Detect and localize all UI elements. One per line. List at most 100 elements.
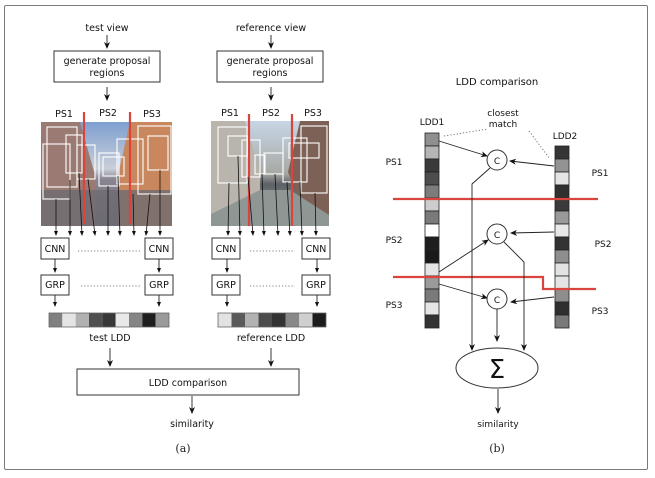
arrow: [261, 173, 266, 236]
ldd-cell: [424, 145, 440, 160]
proposal-label-line1: generate proposal: [227, 56, 314, 67]
ldd-cell: [554, 145, 570, 160]
ps1-label: PS1: [55, 109, 73, 120]
reference-ldd-label: reference LDD: [237, 333, 305, 344]
ps3-left-label: PS3: [386, 301, 403, 311]
ldd-cell: [424, 132, 440, 147]
arrow: [117, 175, 122, 236]
ldd-cell: [49, 313, 63, 327]
test-view-label: test view: [85, 23, 128, 34]
ldd-cell: [129, 313, 143, 327]
ldd-cell: [424, 262, 440, 277]
ldd-cell: [424, 171, 440, 186]
grp-box: [211, 274, 241, 296]
proposal-label-line1: generate proposal: [64, 56, 151, 67]
region-arrows-reference: [226, 155, 318, 236]
reference-ldd-vector: [217, 312, 327, 328]
test-ldd-label: test LDD: [89, 333, 130, 344]
test-view-image: [41, 122, 172, 226]
arrow: [299, 181, 304, 236]
cnn-label: CNN: [45, 244, 66, 255]
ldd-cell: [554, 249, 570, 264]
ps3-label: PS3: [143, 109, 161, 120]
compare-node-label: C: [494, 231, 500, 241]
ldd-cell: [424, 184, 440, 199]
region-arrows-test: [54, 170, 162, 236]
cnn-label: CNN: [149, 244, 170, 255]
arrow: [438, 140, 488, 158]
arrow: [503, 241, 527, 351]
partition-line: [393, 275, 596, 291]
ldd-comparison-box: [76, 368, 300, 396]
arrow: [226, 182, 231, 236]
ldd-cell: [218, 313, 232, 327]
grp-label: GRP: [216, 280, 236, 291]
ldd-cell: [424, 249, 440, 264]
arrow: [286, 181, 292, 236]
sum-symbol: Σ: [489, 355, 505, 385]
similarity-label: similarity: [170, 419, 214, 430]
ldd-cell: [89, 313, 103, 327]
ldd-cell: [554, 288, 570, 303]
annotation-leader: [528, 130, 551, 160]
cnn-box: [211, 237, 241, 260]
ldd-cell: [424, 314, 440, 329]
arrow: [313, 192, 318, 236]
similarity-label: similarity: [477, 420, 519, 430]
figure-frame: [4, 5, 648, 470]
ldd-cell: [554, 275, 570, 290]
ldd-cell: [554, 236, 570, 251]
ldd-cell: [142, 313, 156, 327]
arrow: [510, 296, 555, 305]
panel-b: LDD comparison LDD1 closest match LDD2 P…: [386, 77, 612, 455]
ldd-border: [48, 312, 170, 328]
ldd-cell: [115, 313, 129, 327]
grp-label: GRP: [306, 280, 326, 291]
ldd-cell: [75, 313, 89, 327]
reference-view-image: [211, 121, 329, 226]
arrow: [510, 229, 555, 236]
grp-label: GRP: [45, 280, 65, 291]
arrow: [131, 193, 136, 236]
ldd1-label: LDD1: [420, 118, 445, 128]
proposal-box-reference: [216, 50, 324, 83]
closest-match-line2: match: [489, 120, 517, 130]
arrow: [247, 176, 255, 236]
cnn-label: CNN: [306, 244, 327, 255]
ldd-cell: [554, 262, 570, 277]
ldd-cell: [424, 236, 440, 251]
panel-b-title: LDD comparison: [456, 77, 539, 88]
arrow: [438, 239, 489, 273]
ldd-cell: [554, 184, 570, 199]
ps2-right-label: PS2: [595, 240, 612, 250]
ldd-cell: [554, 223, 570, 238]
ldd2-label: LDD2: [553, 132, 578, 142]
ps2-left-label: PS2: [386, 236, 403, 246]
caption-b: (b): [489, 442, 505, 455]
closest-match-line1: closest: [487, 109, 519, 119]
ldd-cell: [424, 288, 440, 303]
ldd-border: [217, 312, 327, 328]
cnn-label: CNN: [216, 244, 237, 255]
ldd-cell: [258, 313, 272, 327]
compare-node: [486, 149, 508, 171]
ldd-cell: [554, 171, 570, 186]
reference-view-label: reference view: [236, 23, 306, 34]
proposal-box-test: [53, 50, 161, 83]
cnn-box: [301, 237, 331, 260]
arrow: [509, 158, 555, 167]
ldd-cell: [424, 301, 440, 316]
ldd-cell: [155, 313, 169, 327]
ldd-cell: [554, 314, 570, 329]
ps2-label: PS2: [99, 108, 117, 119]
compare-node: [486, 223, 508, 245]
ldd-comparison-label: LDD comparison: [149, 378, 227, 389]
ldd-cell: [424, 158, 440, 173]
arrow: [144, 193, 151, 236]
proposal-label-line2: regions: [253, 68, 288, 79]
compare-node-label: C: [494, 157, 500, 167]
ldd-cell: [245, 313, 259, 327]
ldd-cell: [102, 313, 116, 327]
arrow: [274, 173, 280, 236]
caption-a: (a): [175, 442, 190, 455]
